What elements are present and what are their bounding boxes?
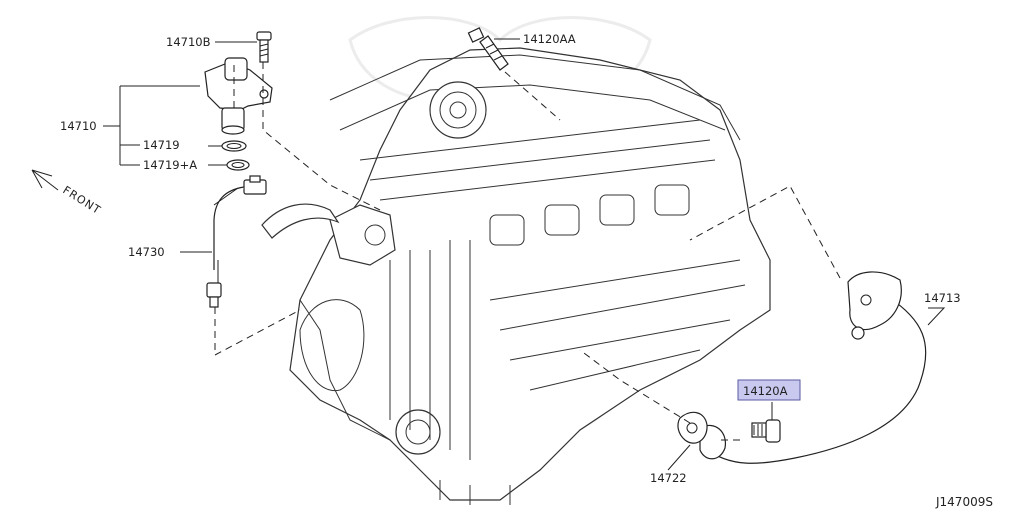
label-14722[interactable]: 14722 [650, 471, 687, 485]
label-14730[interactable]: 14730 [128, 245, 165, 259]
part-labels: 14710B 14120AA 14710 14719 14719+A 14730… [60, 32, 993, 509]
gasket-14722[interactable] [677, 411, 708, 444]
label-14719A[interactable]: 14719+A [143, 158, 197, 172]
diagram-code: J147009S [935, 495, 993, 509]
label-14120AA[interactable]: 14120AA [523, 32, 576, 46]
label-14710B[interactable]: 14710B [166, 35, 211, 49]
cam-position-sensor[interactable] [204, 57, 273, 135]
front-label: FRONT [60, 184, 103, 218]
bolt-14710B[interactable] [256, 31, 272, 63]
engine-assembly [261, 47, 771, 505]
bolt-14120A[interactable] [751, 419, 781, 443]
label-14710[interactable]: 14710 [60, 119, 97, 133]
o-ring-14719[interactable] [221, 140, 247, 152]
leader-lines [103, 38, 946, 471]
front-arrow: FRONT [31, 169, 103, 218]
o-ring-14719A[interactable] [226, 159, 250, 171]
bolt-14120AA[interactable] [467, 27, 509, 71]
label-14719[interactable]: 14719 [143, 138, 180, 152]
egr-tube-14713[interactable] [699, 271, 927, 464]
highlight-box-14120A [737, 379, 801, 401]
label-14120A[interactable]: 14120A [743, 384, 788, 398]
sensor-harness-14730[interactable] [206, 175, 267, 308]
label-14713[interactable]: 14713 [924, 291, 961, 305]
